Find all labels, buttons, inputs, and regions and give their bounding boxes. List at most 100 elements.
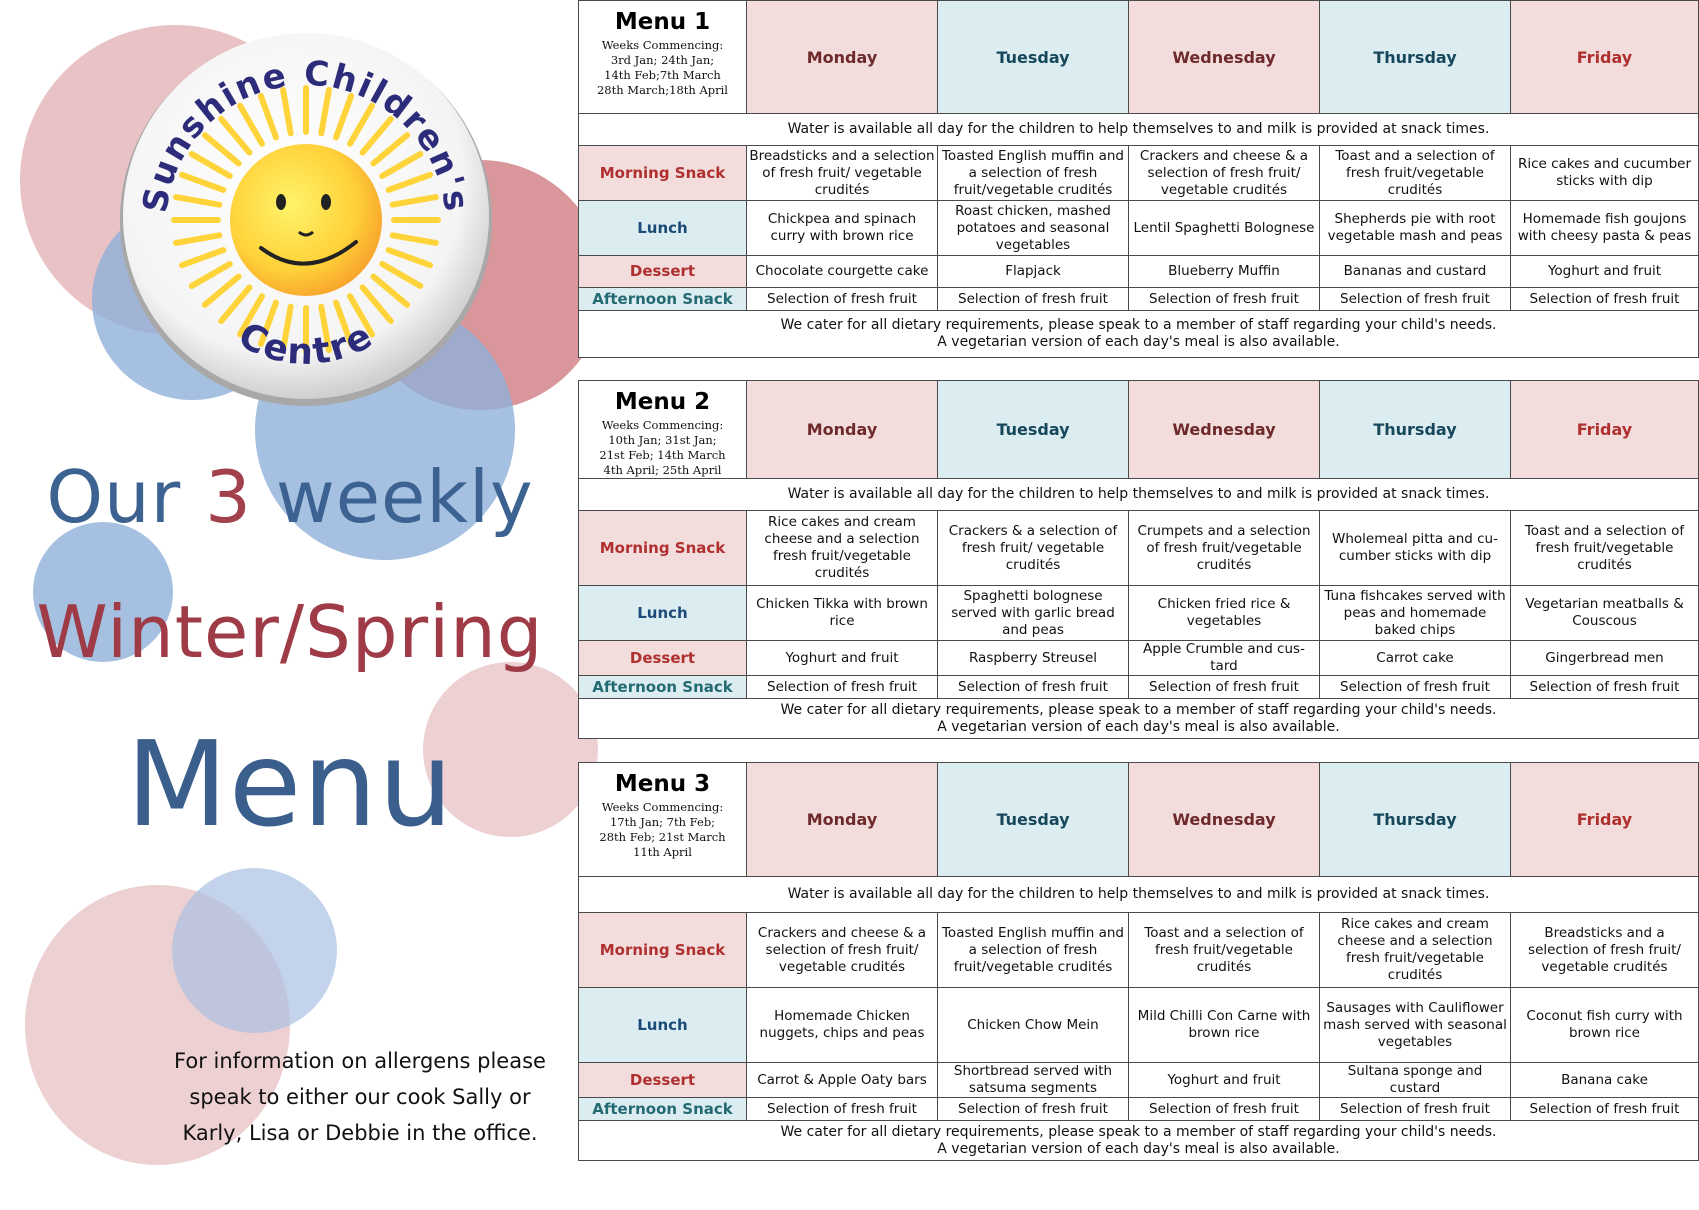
row-label-afternoon: Afternoon Snack xyxy=(578,1097,747,1121)
water-note: Water is available all day for the child… xyxy=(578,478,1699,511)
meal-cell: Raspberry Streusel xyxy=(937,640,1129,676)
meal-cell: Chickpea and spinach curry with brown ri… xyxy=(746,200,938,256)
meal-cell: Homemade fish goujons with cheesy pasta … xyxy=(1510,200,1699,256)
dietary-note-line: A vegetarian version of each day's meal … xyxy=(937,1140,1340,1157)
row-label-lunch: Lunch xyxy=(578,585,747,641)
meal-cell: Crackers & a selection of fresh fruit/ v… xyxy=(937,510,1129,586)
meal-cell: Breadsticks and a selection of fresh fru… xyxy=(746,145,938,201)
day-header-friday: Friday xyxy=(1510,0,1699,114)
meal-cell: Chicken Tikka with brown rice xyxy=(746,585,938,641)
dietary-note-line: A vegetarian version of each day's meal … xyxy=(937,718,1340,735)
meal-cell: Selection of fresh fruit xyxy=(1319,287,1511,311)
meal-cell: Selection of fresh fruit xyxy=(1128,287,1320,311)
day-header-wednesday: Wednesday xyxy=(1128,0,1320,114)
sun-face-icon xyxy=(230,144,382,296)
day-header-monday: Monday xyxy=(746,762,938,877)
meal-cell: Rice cakes and cucumber sticks with dip xyxy=(1510,145,1699,201)
meal-cell: Breadsticks and a selection of fresh fru… xyxy=(1510,912,1699,988)
meal-cell: Selection of fresh fruit xyxy=(1510,1097,1699,1121)
day-header-thursday: Thursday xyxy=(1319,0,1511,114)
day-header-tuesday: Tuesday xyxy=(937,0,1129,114)
meal-cell: Sausages with Cauliflower mash served wi… xyxy=(1319,987,1511,1063)
meal-cell: Selection of fresh fruit xyxy=(1128,1097,1320,1121)
meal-cell: Roast chicken, mashed potatoes and seaso… xyxy=(937,200,1129,256)
day-header-monday: Monday xyxy=(746,380,938,479)
meal-cell: Chocolate courgette cake xyxy=(746,255,938,288)
row-label-lunch: Lunch xyxy=(578,987,747,1063)
row-label-morning: Morning Snack xyxy=(578,510,747,586)
meal-cell: Apple Crumble and cus-tard xyxy=(1128,640,1320,676)
meal-cell: Sultana sponge and custard xyxy=(1319,1062,1511,1098)
weeks-commencing-line: 10th Jan; 31st Jan; xyxy=(608,433,717,447)
sun-rays-icon xyxy=(171,85,441,355)
dietary-note-line: A vegetarian version of each day's meal … xyxy=(937,334,1340,350)
day-header-monday: Monday xyxy=(746,0,938,114)
headline-word: weekly xyxy=(275,455,534,539)
meal-cell: Chicken fried rice & vegetables xyxy=(1128,585,1320,641)
weeks-commencing-line: 21st Feb; 14th March xyxy=(599,448,726,462)
meal-cell: Yoghurt and fruit xyxy=(1510,255,1699,288)
row-label-morning: Morning Snack xyxy=(578,912,747,988)
meal-cell: Selection of fresh fruit xyxy=(1319,675,1511,699)
day-header-tuesday: Tuesday xyxy=(937,762,1129,877)
weeks-commencing-line: Weeks Commencing: xyxy=(601,418,724,432)
row-label-afternoon: Afternoon Snack xyxy=(578,287,747,311)
meal-cell: Gingerbread men xyxy=(1510,640,1699,676)
meal-cell: Selection of fresh fruit xyxy=(1510,675,1699,699)
meal-cell: Blueberry Muffin xyxy=(1128,255,1320,288)
meal-cell: Toast and a selection of fresh fruit/veg… xyxy=(1128,912,1320,988)
headline-line2: Winter/Spring xyxy=(36,590,544,674)
meal-cell: Toasted English muffin and a selection o… xyxy=(937,145,1129,201)
meal-cell: Selection of fresh fruit xyxy=(937,287,1129,311)
decor-circle xyxy=(423,662,598,837)
meal-cell: Shepherds pie with root vegetable mash a… xyxy=(1319,200,1511,256)
dietary-note-line: We cater for all dietary requirements, p… xyxy=(780,317,1497,333)
meal-cell: Selection of fresh fruit xyxy=(746,1097,938,1121)
meal-cell: Vegetarian meatballs & Couscous xyxy=(1510,585,1699,641)
weeks-commencing-line: Weeks Commencing: xyxy=(601,800,724,814)
sunshine-logo: Sunshine Children's Centre xyxy=(120,33,492,406)
row-label-dessert: Dessert xyxy=(578,1062,747,1098)
decor-circle xyxy=(33,522,173,662)
water-note: Water is available all day for the child… xyxy=(578,876,1699,913)
headline-line1: Our 3 weekly xyxy=(0,455,580,539)
meal-cell: Wholemeal pitta and cu-cumber sticks wit… xyxy=(1319,510,1511,586)
meal-cell: Chicken Chow Mein xyxy=(937,987,1129,1063)
day-header-friday: Friday xyxy=(1510,380,1699,479)
row-label-afternoon: Afternoon Snack xyxy=(578,675,747,699)
weeks-commencing-line: 28th March;18th April xyxy=(596,83,728,97)
allergen-line: speak to either our cook Sally or xyxy=(189,1085,531,1109)
meal-cell: Lentil Spaghetti Bolognese xyxy=(1128,200,1320,256)
day-header-thursday: Thursday xyxy=(1319,380,1511,479)
headline-line3: Menu xyxy=(126,715,454,853)
headline-number: 3 xyxy=(205,455,252,539)
meal-cell: Crumpets and a selection of fresh fruit/… xyxy=(1128,510,1320,586)
dietary-note: We cater for all dietary requirements, p… xyxy=(578,1120,1699,1161)
day-header-tuesday: Tuesday xyxy=(937,380,1129,479)
meal-cell: Selection of fresh fruit xyxy=(1128,675,1320,699)
weeks-commencing-line: 11th April xyxy=(633,845,692,859)
meal-cell: Selection of fresh fruit xyxy=(746,287,938,311)
meal-cell: Selection of fresh fruit xyxy=(1319,1097,1511,1121)
meal-cell: Banana cake xyxy=(1510,1062,1699,1098)
water-note: Water is available all day for the child… xyxy=(578,113,1699,146)
dietary-note-line: We cater for all dietary requirements, p… xyxy=(780,1123,1497,1140)
allergen-line: Karly, Lisa or Debbie in the office. xyxy=(182,1121,538,1145)
meal-cell: Rice cakes and cream cheese and a select… xyxy=(1319,912,1511,988)
weeks-commencing-line: Weeks Commencing: xyxy=(601,38,724,52)
meal-cell: Homemade Chicken nuggets, chips and peas xyxy=(746,987,938,1063)
weeks-commencing-line: 14th Feb;7th March xyxy=(604,68,721,82)
day-header-wednesday: Wednesday xyxy=(1128,762,1320,877)
headline-word: Our xyxy=(46,455,182,539)
meal-cell: Spaghetti bolognese served with garlic b… xyxy=(937,585,1129,641)
meal-cell: Tuna fishcakes served with peas and home… xyxy=(1319,585,1511,641)
meal-cell: Rice cakes and cream cheese and a select… xyxy=(746,510,938,586)
dietary-note: We cater for all dietary requirements, p… xyxy=(578,698,1699,739)
meal-cell: Selection of fresh fruit xyxy=(1510,287,1699,311)
meal-cell: Flapjack xyxy=(937,255,1129,288)
meal-cell: Crackers and cheese & a selection of fre… xyxy=(746,912,938,988)
